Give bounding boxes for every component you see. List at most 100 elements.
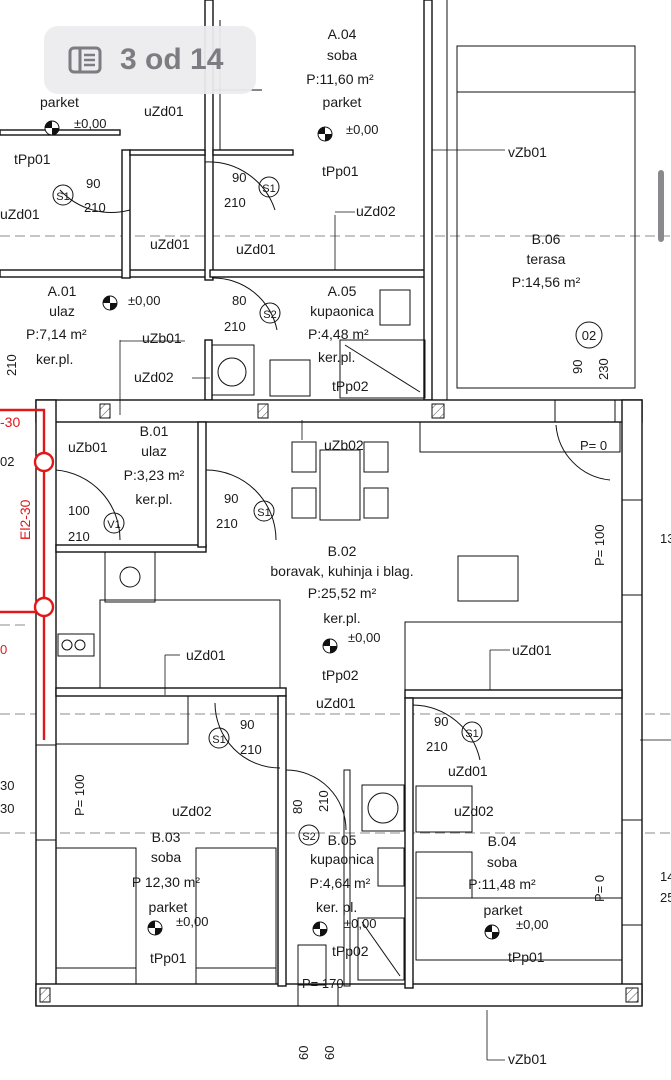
door-width: 90 — [570, 360, 585, 374]
room-area: P:14,56 m² — [512, 274, 581, 290]
wall-label: uZd01 — [316, 695, 356, 711]
room-tag: tPp02 — [322, 667, 359, 683]
furniture — [55, 421, 623, 985]
wall-label: uZd01 — [448, 763, 488, 779]
door-type-s2: S2 — [302, 831, 315, 843]
document-pages-icon — [68, 46, 102, 74]
room-area: P:4,48 m² — [308, 326, 369, 342]
parapet-label: P= 170 — [302, 976, 344, 991]
parapet-label: P= 100 — [592, 524, 607, 566]
room-level: ±0,00 — [176, 914, 208, 929]
page-indicator[interactable]: 3 od 14 — [44, 26, 256, 94]
parapet-label: P= 100 — [72, 774, 87, 816]
room-tag: tPp01 — [150, 950, 187, 966]
wall-label: vZb01 — [508, 1051, 547, 1067]
room-id: A.04 — [328, 26, 357, 42]
room-level: ±0,00 — [128, 293, 160, 308]
parapet-label: P= 0 — [580, 438, 607, 453]
room-tag: tPp02 — [332, 378, 369, 394]
wall-label: vZb01 — [508, 144, 547, 160]
scrollbar-thumb[interactable] — [658, 170, 664, 242]
room-tag: tPp02 — [332, 943, 369, 959]
dimension: 30 — [0, 778, 14, 793]
room-level: ±0,00 — [346, 122, 378, 137]
door-width: 90 — [240, 717, 254, 732]
door-height: 210 — [316, 790, 331, 812]
level-marker-fill — [313, 922, 327, 936]
wall-label: uZd02 — [356, 203, 396, 219]
door-height: 210 — [224, 319, 246, 334]
room-floor: ker. pl. — [316, 899, 357, 915]
dimension: 13 — [660, 531, 671, 546]
room-name: kupaonica — [310, 303, 374, 319]
door-type-v1: V1 — [107, 519, 120, 531]
door-width: 80 — [290, 800, 305, 814]
door-type-s1: S1 — [56, 191, 69, 203]
window-tag: 02 — [582, 328, 596, 343]
room-id: B.05 — [328, 832, 357, 848]
parapet-label: P= 0 — [592, 875, 607, 902]
room-floor: parket — [484, 902, 523, 918]
label-tpp01: tPp01 — [14, 151, 51, 167]
label-parket: parket — [40, 94, 79, 110]
wall-label: uZd02 — [454, 803, 494, 819]
wall-label: uZb01 — [142, 330, 182, 346]
room-floor: ker.pl. — [323, 610, 360, 626]
level-marker-fill — [318, 127, 332, 141]
door-type-s1: S1 — [257, 507, 270, 519]
dimension: 60 — [322, 1046, 337, 1060]
room-name: boravak, kuhinja i blag. — [270, 563, 413, 579]
level-marker-fill — [148, 921, 162, 935]
room-id: B.03 — [152, 829, 181, 845]
door-height: 230 — [596, 358, 611, 380]
room-area: P:4,64 m² — [310, 875, 371, 891]
wall-label: uZd01 — [186, 647, 226, 663]
room-id: A.01 — [48, 283, 77, 299]
room-level: ±0,00 — [344, 916, 376, 931]
room-name: soba — [487, 854, 518, 870]
room-area: P:25,52 m² — [308, 585, 377, 601]
room-tag: tPp01 — [322, 163, 359, 179]
red-label: -30 — [0, 414, 20, 430]
dimension: 0 — [0, 642, 7, 657]
label-uzd01: uZd01 — [144, 103, 184, 119]
room-floor: ker.pl. — [135, 491, 172, 507]
door-height: 210 — [216, 516, 238, 531]
room-id: B.02 — [328, 543, 357, 559]
door-width: 90 — [232, 170, 246, 185]
door-type-s1: S1 — [262, 183, 275, 195]
page-count-label: 3 od 14 — [120, 43, 224, 76]
room-area: P 12,30 m² — [132, 874, 201, 890]
door-tags: S1 S1 S2 S1 V1 S1 S1 S2 02 — [52, 176, 603, 846]
door-height: 210 — [68, 529, 90, 544]
room-id: A.05 — [328, 283, 357, 299]
lower-walls — [35, 399, 643, 1007]
wall-label: uZd01 — [236, 241, 276, 257]
door-width: 100 — [68, 503, 90, 518]
level-markers — [44, 120, 500, 940]
dimension: 25 — [660, 890, 671, 905]
bathroom-fixtures — [211, 289, 426, 987]
room-area: P:11,48 m² — [468, 876, 536, 892]
dimension: 30 — [0, 801, 14, 816]
room-area: P:7,14 m² — [26, 326, 87, 342]
red-label: El2-30 — [17, 499, 33, 540]
level-marker-fill — [485, 925, 499, 939]
dimension: 14 — [660, 869, 671, 884]
room-area: P:11,60 m² — [306, 71, 374, 87]
dimension: 02 — [0, 454, 14, 469]
level-marker-fill — [103, 296, 117, 310]
door-width: 90 — [86, 176, 100, 191]
room-id: B.04 — [488, 833, 517, 849]
room-level: ±0,00 — [516, 917, 548, 932]
door-swings — [55, 161, 611, 831]
wall-label: uZd02 — [172, 803, 212, 819]
room-name: terasa — [527, 251, 566, 267]
door-width: 90 — [434, 714, 448, 729]
room-name: ulaz — [141, 443, 167, 459]
room-name: soba — [327, 47, 358, 63]
wall-label: uZd01 — [512, 642, 552, 658]
room-name: ulaz — [49, 303, 75, 319]
door-height: 210 — [426, 739, 448, 754]
